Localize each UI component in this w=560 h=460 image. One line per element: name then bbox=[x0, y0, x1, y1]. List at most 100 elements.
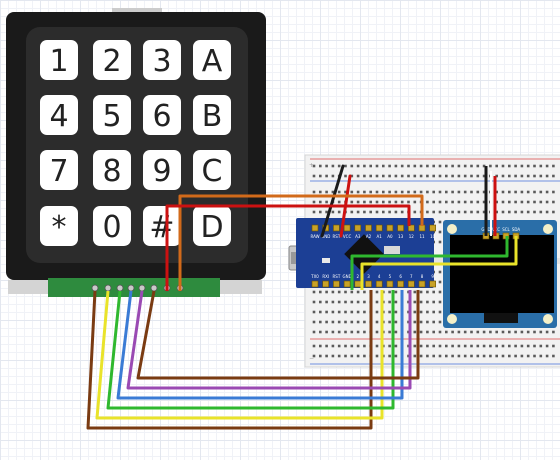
terminal-hole bbox=[470, 330, 473, 334]
arduino-bottom-pin-label: 8 bbox=[421, 274, 424, 279]
terminal-hole bbox=[400, 210, 404, 214]
terminal-hole bbox=[526, 210, 530, 214]
rail-hole bbox=[445, 344, 448, 348]
oled-pin-label: SDA bbox=[512, 227, 521, 232]
arduino-top-pin-0 bbox=[311, 224, 319, 232]
terminal-hole bbox=[552, 330, 555, 334]
rail-hole bbox=[344, 174, 347, 178]
terminal-hole bbox=[400, 190, 404, 194]
rail-hole bbox=[363, 344, 366, 348]
rail-hole bbox=[382, 164, 385, 168]
rail-hole bbox=[363, 174, 366, 178]
rail-hole bbox=[413, 344, 417, 348]
arduino-bottom-pin-4 bbox=[354, 280, 362, 288]
arduino-led bbox=[322, 258, 330, 263]
terminal-hole bbox=[319, 320, 322, 324]
terminal-hole bbox=[356, 190, 360, 194]
terminal-hole bbox=[388, 320, 391, 324]
key-0-1: 2 bbox=[93, 40, 131, 80]
terminal-hole bbox=[520, 210, 524, 214]
key-0-3: A bbox=[193, 40, 231, 80]
key-label: D bbox=[200, 210, 223, 245]
key-label: C bbox=[202, 154, 223, 189]
arduino-top-pin-5 bbox=[365, 224, 372, 232]
terminal-hole bbox=[319, 210, 322, 214]
terminal-hole bbox=[375, 300, 379, 304]
rail-hole bbox=[501, 354, 505, 358]
rail-hole bbox=[451, 174, 454, 178]
rail-hole bbox=[451, 164, 454, 168]
rail-hole bbox=[520, 164, 524, 168]
rail-hole bbox=[482, 164, 486, 168]
terminal-hole bbox=[501, 330, 505, 334]
key-label: * bbox=[52, 210, 67, 245]
terminal-hole bbox=[438, 280, 442, 284]
rail-hole bbox=[445, 354, 448, 358]
terminal-hole bbox=[369, 190, 372, 194]
wire-keypad-blue bbox=[116, 290, 404, 400]
terminal-hole bbox=[337, 320, 341, 324]
terminal-hole bbox=[545, 200, 549, 204]
terminal-hole bbox=[319, 200, 322, 204]
terminal-hole bbox=[312, 210, 316, 214]
terminal-hole bbox=[382, 200, 385, 204]
terminal-hole bbox=[426, 320, 429, 324]
rail-plus-label: + bbox=[309, 162, 314, 169]
oled-screen-bottom-tab bbox=[484, 313, 518, 323]
rail-hole bbox=[501, 344, 505, 348]
terminal-hole bbox=[394, 330, 398, 334]
terminal-hole bbox=[312, 190, 316, 194]
terminal-hole bbox=[382, 190, 385, 194]
key-cap bbox=[193, 95, 231, 135]
terminal-hole bbox=[426, 190, 429, 194]
rail-hole bbox=[526, 174, 530, 178]
rail-hole bbox=[419, 164, 423, 168]
terminal-hole bbox=[375, 200, 379, 204]
rail-hole bbox=[495, 174, 498, 178]
key-2-0: 7 bbox=[40, 150, 78, 190]
rail-hole bbox=[363, 164, 366, 168]
rail-hole bbox=[356, 164, 360, 168]
rail-hole bbox=[482, 344, 486, 348]
terminal-hole bbox=[533, 330, 536, 334]
terminal-hole bbox=[514, 210, 517, 214]
rail-hole bbox=[514, 164, 517, 168]
rail-hole bbox=[375, 174, 379, 178]
terminal-hole bbox=[514, 200, 517, 204]
arduino-top-pin-label: 12 bbox=[409, 234, 415, 239]
arduino-top-pin-label: A3 bbox=[355, 234, 361, 239]
key-label: 9 bbox=[152, 154, 171, 189]
terminal-hole bbox=[325, 300, 328, 304]
terminal-hole bbox=[451, 190, 454, 194]
terminal-hole bbox=[526, 190, 530, 194]
arduino-bottom-pin-1 bbox=[322, 280, 330, 288]
terminal-hole bbox=[426, 210, 429, 214]
terminal-hole bbox=[508, 190, 511, 194]
rail-hole bbox=[539, 164, 543, 168]
rail-hole bbox=[331, 344, 335, 348]
rail-hole bbox=[470, 354, 473, 358]
rail-hole bbox=[457, 174, 461, 178]
terminal-hole bbox=[426, 300, 429, 304]
key-cap bbox=[93, 150, 131, 190]
terminal-hole bbox=[438, 290, 442, 294]
terminal-hole bbox=[495, 330, 498, 334]
terminal-hole bbox=[419, 300, 423, 304]
arduino-bottom-pin-7 bbox=[386, 280, 394, 288]
terminal-hole bbox=[331, 300, 335, 304]
key-label: 6 bbox=[152, 99, 171, 134]
rail-hole bbox=[545, 354, 549, 358]
terminal-hole bbox=[545, 330, 549, 334]
terminal-hole bbox=[514, 190, 517, 194]
arduino-bottom-pin-10 bbox=[418, 280, 426, 288]
rail-hole bbox=[482, 354, 486, 358]
rail-hole bbox=[426, 354, 429, 358]
terminal-hole bbox=[539, 200, 543, 204]
key-label: 1 bbox=[49, 44, 68, 79]
rail-hole bbox=[457, 344, 461, 348]
terminal-hole bbox=[344, 330, 347, 334]
terminal-hole bbox=[476, 200, 480, 204]
arduino-bottom-pin-label: GND bbox=[343, 274, 352, 279]
terminal-hole bbox=[413, 310, 417, 314]
